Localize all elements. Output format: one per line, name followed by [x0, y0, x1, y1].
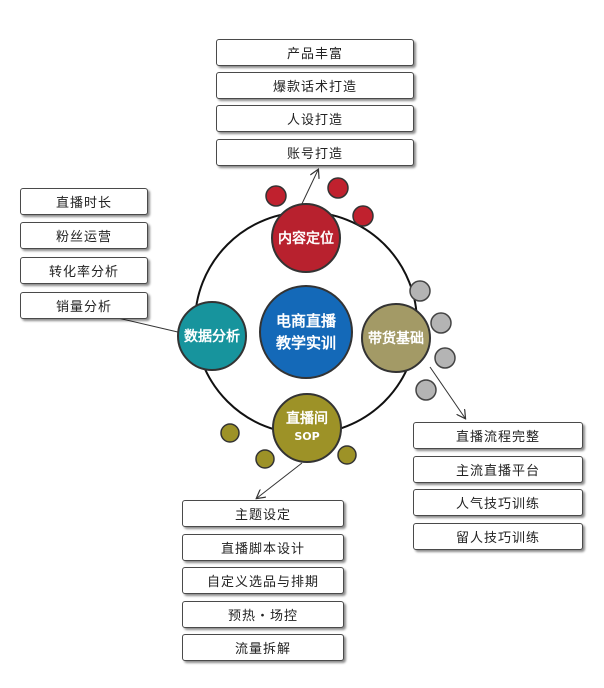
content-item: 人设打造	[216, 105, 414, 132]
goods-item: 留人技巧训练	[413, 523, 583, 550]
dot-red-1	[265, 185, 287, 207]
center-node	[259, 285, 353, 379]
dot-red-2	[327, 177, 349, 199]
data-item: 直播时长	[20, 188, 148, 215]
dot-red-3	[352, 205, 374, 227]
dot-olive-2	[255, 449, 275, 469]
sop-item: 自定义选品与排期	[182, 567, 344, 594]
sop-item: 预热・场控	[182, 601, 344, 628]
node-sop	[272, 393, 342, 463]
content-item: 产品丰富	[216, 39, 414, 66]
goods-item: 主流直播平台	[413, 456, 583, 483]
node-goods	[361, 303, 431, 373]
data-item: 粉丝运营	[20, 222, 148, 249]
arrow-sop	[257, 462, 303, 498]
dot-olive-3	[337, 445, 357, 465]
node-content	[271, 203, 341, 273]
dot-gray-4	[415, 379, 437, 401]
data-item: 转化率分析	[20, 257, 148, 284]
sop-item: 直播脚本设计	[182, 534, 344, 561]
content-item: 爆款话术打造	[216, 72, 414, 99]
goods-item: 人气技巧训练	[413, 489, 583, 516]
goods-item: 直播流程完整	[413, 422, 583, 449]
sop-item: 流量拆解	[182, 634, 344, 661]
dot-gray-1	[409, 280, 431, 302]
dot-gray-2	[430, 312, 452, 334]
data-item: 销量分析	[20, 292, 148, 319]
dot-gray-3	[434, 347, 456, 369]
content-item: 账号打造	[216, 139, 414, 166]
arrow-goods	[429, 366, 465, 418]
dot-olive-1	[220, 423, 240, 443]
node-data	[177, 301, 247, 371]
sop-item: 主题设定	[182, 500, 344, 527]
